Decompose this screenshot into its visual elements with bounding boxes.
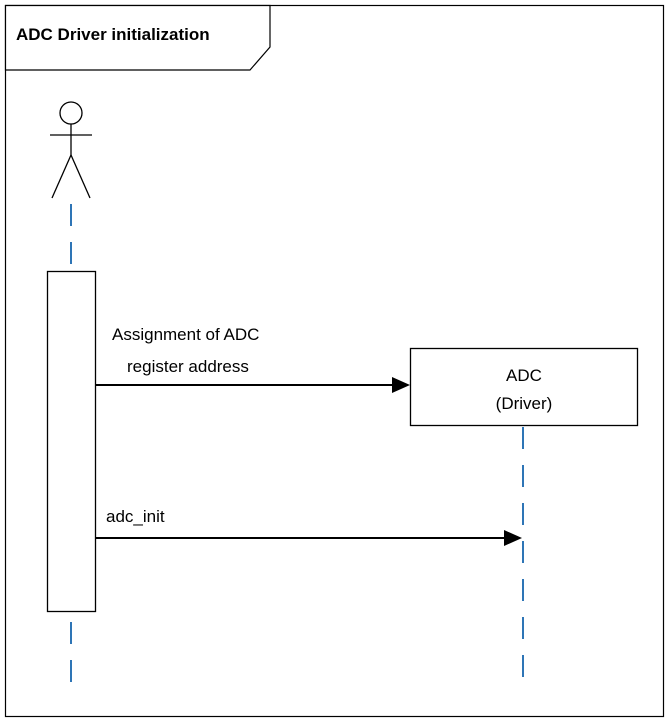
activation-bar: [46, 270, 97, 613]
arrowhead: [392, 377, 410, 393]
message-label-line2: register address: [127, 357, 249, 376]
frame-title: ADC Driver initialization: [16, 25, 210, 44]
diagram-frame: [4, 4, 665, 718]
message-label-line1: Assignment of ADC: [112, 325, 259, 344]
participant-stereotype: (Driver): [496, 394, 553, 413]
participant-name: ADC: [506, 366, 542, 385]
arrowhead: [504, 530, 522, 546]
message-register-assignment: [96, 377, 410, 393]
message-adc-init: [96, 530, 522, 546]
message-label-adc-init: adc_init: [106, 507, 165, 526]
frame-title-tab: [4, 4, 271, 71]
actor-icon: [50, 101, 92, 199]
participant-adc-driver: [409, 347, 639, 427]
